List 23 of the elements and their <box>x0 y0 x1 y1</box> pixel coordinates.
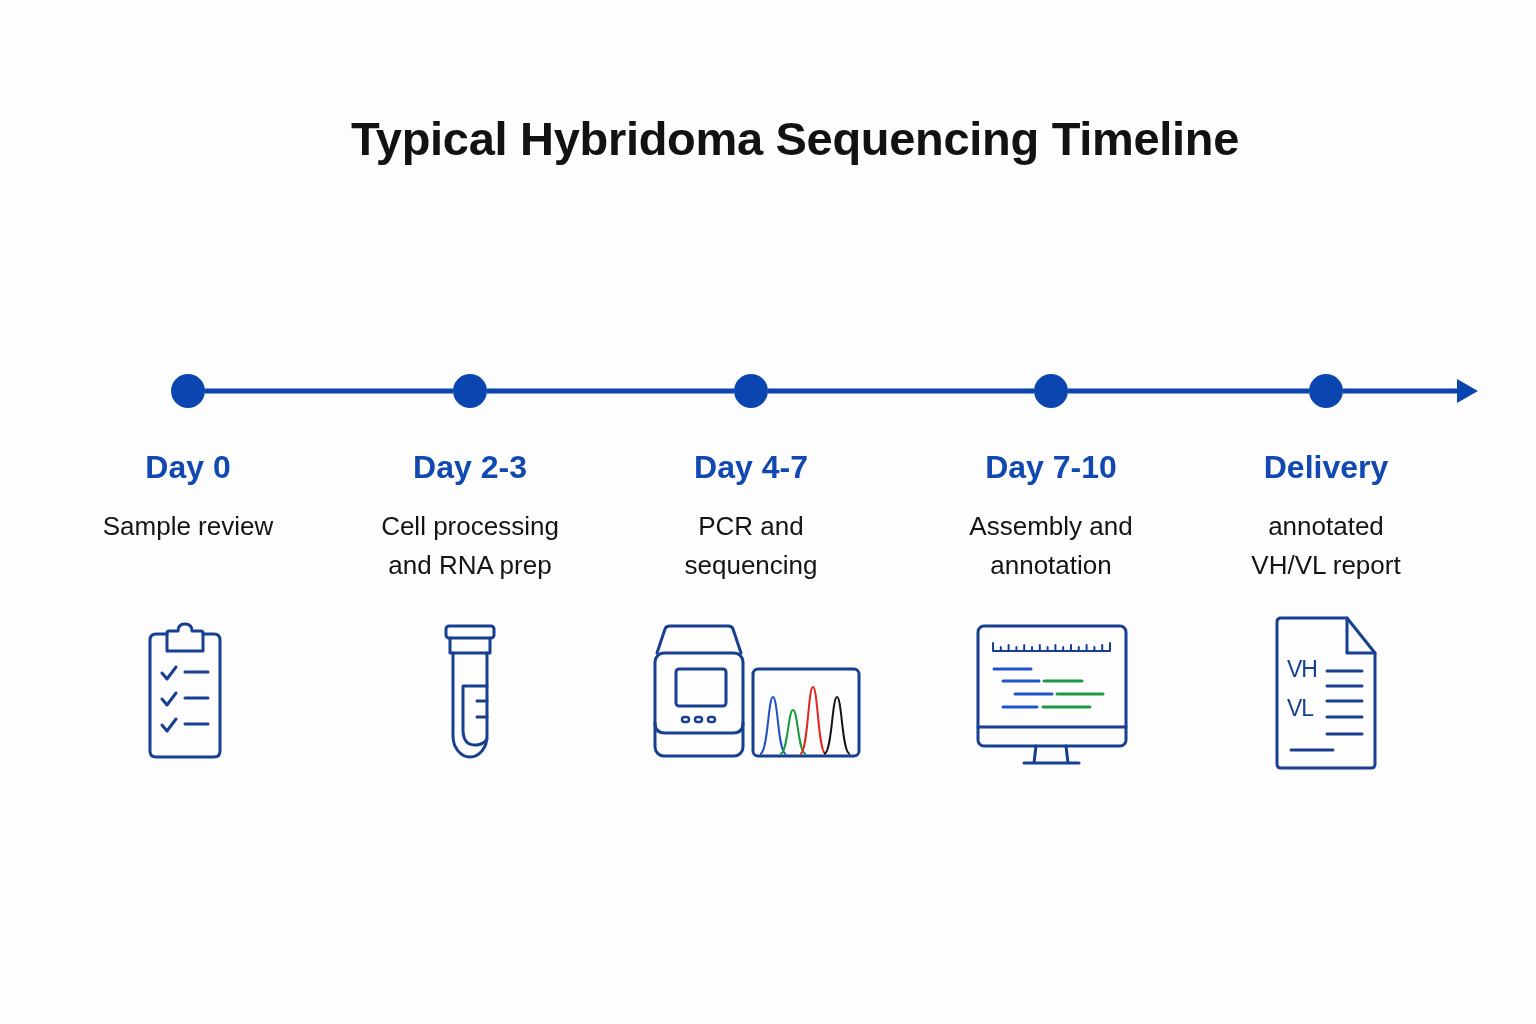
timeline-line <box>768 388 1034 394</box>
diagram-title: Typical Hybridoma Sequencing Timeline <box>350 111 1240 167</box>
phase-description: annotated VH/VL report <box>1250 510 1402 582</box>
milestone-dot <box>734 374 768 408</box>
timeline-line <box>1068 388 1309 394</box>
document-text-label: VH <box>1287 656 1317 682</box>
milestone-dot <box>1309 374 1343 408</box>
milestone-dot <box>453 374 487 408</box>
timeline-arrow <box>1343 379 1478 403</box>
timeline-line <box>487 388 734 394</box>
phase-description: Assembly and annotation <box>968 510 1134 582</box>
timeline-line <box>205 388 453 394</box>
phase-day-label: Day 4-7 <box>694 448 808 486</box>
phase-description: Sample review <box>102 510 274 543</box>
phase-day-label: Day 0 <box>145 448 231 486</box>
phase-description: PCR and sequencing <box>683 510 819 582</box>
phase-day-label: Day 7-10 <box>985 448 1117 486</box>
document-text-label: VL <box>1287 695 1314 721</box>
phase-day-label: Delivery <box>1263 448 1389 486</box>
phase-description: Cell processing and RNA prep <box>380 510 560 582</box>
milestone-dot <box>1034 374 1068 408</box>
phase-day-label: Day 2-3 <box>413 448 527 486</box>
milestone-dot <box>171 374 205 408</box>
